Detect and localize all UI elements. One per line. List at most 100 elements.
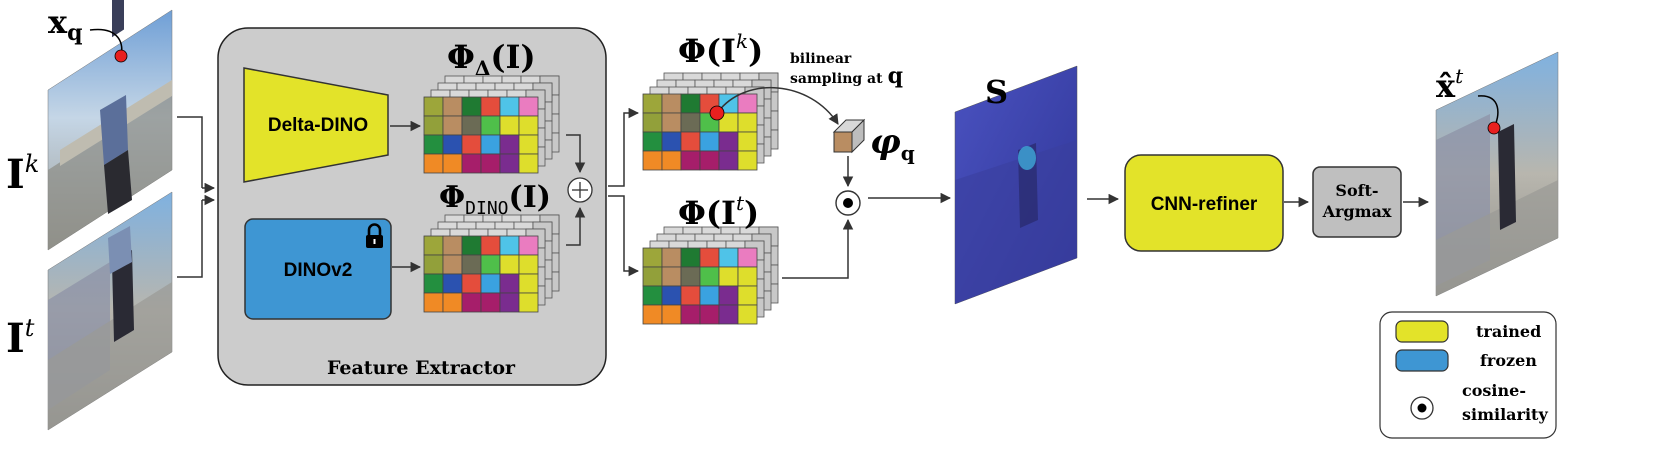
input-connectors	[177, 116, 216, 278]
grid-feature-cell	[718, 285, 739, 306]
grid-feature-cell	[480, 96, 501, 117]
grid-feature-cell	[661, 304, 682, 325]
grid-feature-cell	[461, 153, 482, 174]
grid-feature-cell	[718, 247, 739, 268]
grid-feature-cell	[737, 150, 758, 171]
grid-feature-cell	[661, 112, 682, 133]
delta-dino-label: Delta-DINO	[268, 115, 368, 136]
grid-feature-cell	[680, 247, 701, 268]
grid-feature-cell	[737, 247, 758, 268]
grid-feature-cell	[461, 292, 482, 313]
grid-feature-cell	[642, 304, 663, 325]
legend-trained-swatch	[1395, 320, 1449, 343]
grid-feature-cell	[518, 273, 539, 294]
label-phi-dino: ΦDINO(I)	[439, 180, 551, 219]
lock-icon	[366, 223, 383, 248]
label-xhat-t: x̂t	[1436, 64, 1464, 105]
feature-grid-frame-k	[642, 72, 779, 171]
grid-feature-cell	[423, 235, 444, 256]
cnn-refiner-label: CNN-refiner	[1151, 194, 1258, 215]
grid-feature-cell	[642, 112, 663, 133]
grid-feature-cell	[480, 273, 501, 294]
grid-feature-cell	[661, 266, 682, 287]
grid-feature-cell	[680, 131, 701, 152]
feature-grid-frame-t	[642, 226, 779, 325]
legend-cosine-icon	[1410, 396, 1434, 420]
grid-feature-cell	[442, 273, 463, 294]
grid-feature-cell	[680, 285, 701, 306]
soft-argmax-block	[1312, 166, 1402, 238]
grid-feature-cell	[518, 153, 539, 174]
label-phi-Ik: Φ(Ik)	[678, 29, 763, 70]
grid-feature-cell	[499, 96, 520, 117]
arrow-phi-t-to-cos	[782, 218, 854, 279]
branch-connectors	[608, 107, 640, 277]
grid-feature-cell	[423, 115, 444, 136]
label-phi-delta: ΦΔ(I)	[447, 38, 536, 80]
grid-feature-cell	[699, 304, 720, 325]
predicted-point-icon	[1487, 121, 1501, 135]
cosine-similarity-icon	[835, 190, 861, 216]
grid-feature-cell	[642, 150, 663, 171]
grid-feature-cell	[699, 266, 720, 287]
grid-feature-cell	[680, 112, 701, 133]
bilinear-label-line1: bilinear	[790, 51, 852, 67]
grid-feature-cell	[680, 266, 701, 287]
sampled-feature-cube	[832, 118, 866, 154]
grid-feature-cell	[642, 247, 663, 268]
grid-feature-cell	[423, 292, 444, 313]
grid-feature-cell	[480, 134, 501, 155]
legend-cosine-label-2: similarity	[1462, 405, 1548, 424]
grid-feature-cell	[699, 150, 720, 171]
delta-dino-block	[243, 67, 389, 183]
query-point-icon	[114, 49, 128, 63]
query-feature-point-icon	[709, 105, 725, 121]
grid-feature-cell	[699, 285, 720, 306]
dinov2-label: DINOv2	[284, 260, 353, 281]
grid-feature-cell	[518, 96, 539, 117]
grid-feature-cell	[737, 285, 758, 306]
grid-feature-cell	[518, 235, 539, 256]
grid-feature-cell	[442, 254, 463, 275]
input-frame-k	[47, 0, 173, 251]
grid-feature-cell	[661, 150, 682, 171]
cnn-refiner-block	[1124, 154, 1284, 252]
grid-feature-cell	[499, 235, 520, 256]
output-frame	[1435, 51, 1559, 297]
grid-feature-cell	[718, 304, 739, 325]
feature-grid-dino	[423, 214, 560, 313]
grid-feature-cell	[480, 115, 501, 136]
grid-feature-cell	[642, 285, 663, 306]
label-xq: xq	[48, 3, 82, 46]
label-varphi-q: φq	[870, 122, 915, 165]
grid-feature-cell	[461, 235, 482, 256]
grid-feature-cell	[661, 131, 682, 152]
grid-feature-cell	[480, 235, 501, 256]
grid-feature-cell	[423, 96, 444, 117]
grid-feature-cell	[699, 131, 720, 152]
feature-grid-delta	[423, 75, 560, 174]
grid-feature-cell	[423, 254, 444, 275]
grid-feature-cell	[480, 292, 501, 313]
legend-frozen-swatch	[1395, 349, 1449, 372]
grid-feature-cell	[680, 93, 701, 114]
legend-trained-label: trained	[1476, 322, 1541, 341]
grid-feature-cell	[442, 134, 463, 155]
grid-feature-cell	[518, 254, 539, 275]
grid-feature-cell	[442, 115, 463, 136]
legend-cosine-label-1: cosine-	[1462, 381, 1526, 400]
label-phi-It: Φ(It)	[678, 191, 759, 232]
bilinear-sampling-arrow	[717, 86, 839, 125]
grid-feature-cell	[423, 273, 444, 294]
grid-feature-cell	[461, 254, 482, 275]
soft-argmax-label-2: Argmax	[1322, 202, 1392, 221]
grid-feature-cell	[718, 150, 739, 171]
grid-feature-cell	[737, 304, 758, 325]
grid-feature-cell	[461, 96, 482, 117]
grid-feature-cell	[661, 93, 682, 114]
grid-feature-cell	[737, 93, 758, 114]
grid-feature-cell	[499, 273, 520, 294]
grid-feature-cell	[737, 131, 758, 152]
